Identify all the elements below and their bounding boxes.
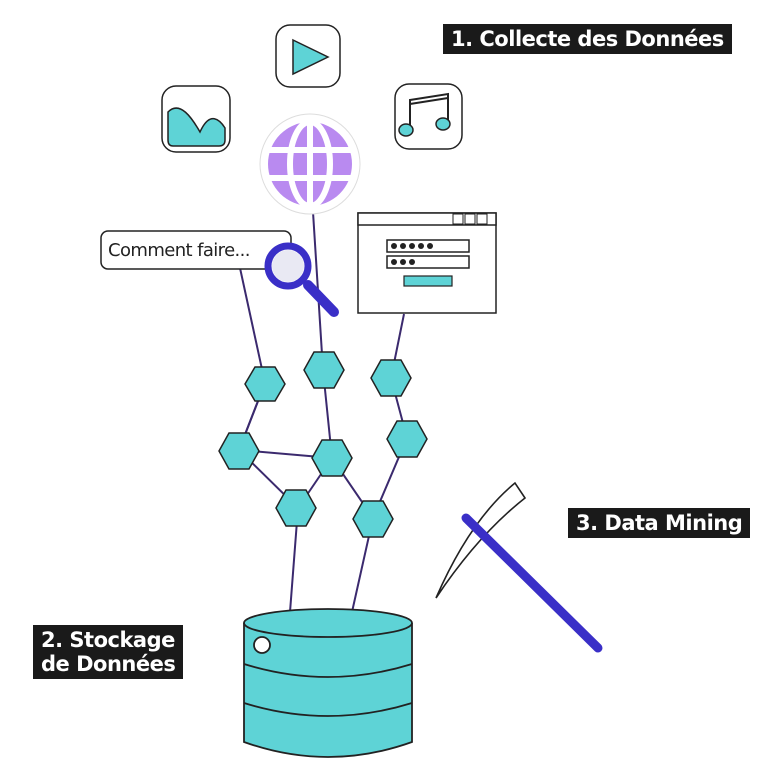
step-3-mining-label: 3. Data Mining: [568, 508, 751, 539]
step-3-text: 3. Data Mining: [576, 511, 743, 535]
login-window-icon: [357, 212, 497, 314]
step-2-storage-label: 2. Stockage de Données: [33, 625, 184, 680]
step-2-line-2: de Données: [41, 652, 176, 677]
globe-icon: [259, 113, 361, 215]
step-1-text: 1. Collecte des Données: [451, 27, 724, 51]
node-hexagon: [244, 366, 286, 402]
node-hexagon: [303, 351, 345, 389]
magnifier-icon: [264, 242, 339, 317]
node-hexagon: [352, 500, 394, 538]
node-hexagon: [275, 489, 317, 527]
database-icon: [243, 608, 413, 758]
node-hexagon: [370, 359, 412, 397]
node-hexagon: [386, 420, 428, 458]
node-hexagon: [218, 432, 260, 470]
music-icon: [394, 83, 463, 150]
node-hexagon: [311, 439, 353, 477]
data-nodes: [218, 351, 428, 538]
search-query-text: Comment faire...: [108, 240, 251, 261]
image-icon: [161, 85, 231, 153]
step-1-collect-label: 1. Collecte des Données: [443, 24, 732, 55]
step-2-line-1: 2. Stockage: [41, 628, 175, 652]
play-icon: [275, 24, 341, 88]
pickaxe-icon: [435, 481, 603, 653]
